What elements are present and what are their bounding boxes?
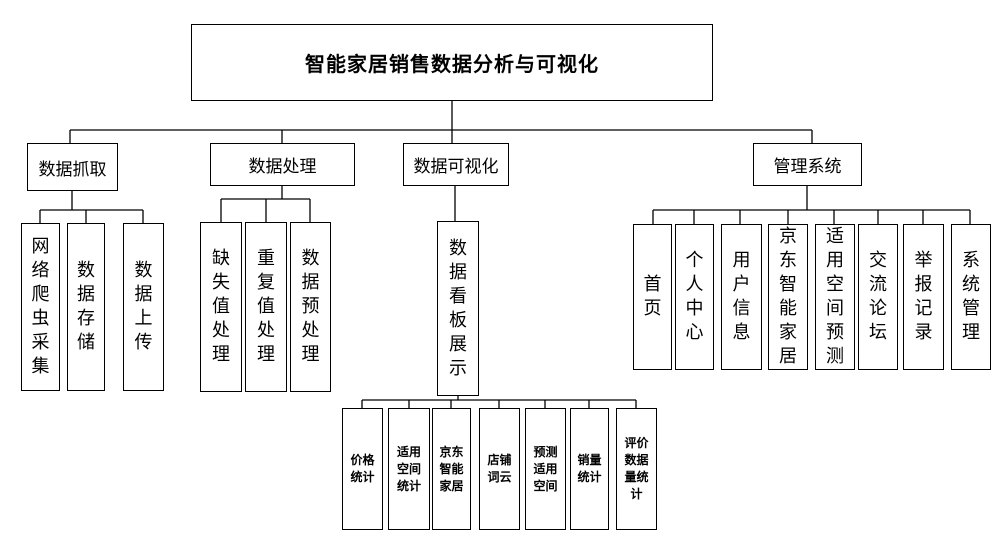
node-shop-wordcloud: 店铺 词云 bbox=[479, 408, 520, 530]
node-dashboard: 数 据 看 板 展 示 bbox=[437, 221, 479, 396]
node-jd-smart-home-mgmt: 京 东 智 能 家 居 bbox=[768, 224, 808, 370]
node-web-crawler: 网 络 爬 虫 采 集 bbox=[21, 223, 60, 391]
node-management-system: 管理系统 bbox=[753, 143, 862, 186]
node-jd-smart-home: 京东 智能 家居 bbox=[432, 408, 471, 530]
node-review-stats: 评价 数据 量统 计 bbox=[616, 408, 657, 530]
node-home: 首 页 bbox=[633, 224, 672, 370]
node-preprocessing: 数 据 预 处 理 bbox=[290, 222, 331, 392]
node-space-prediction-mgmt: 适 用 空 间 预 测 bbox=[815, 224, 855, 370]
node-system-admin: 系 统 管 理 bbox=[951, 224, 991, 370]
node-data-crawl: 数据抓取 bbox=[27, 143, 118, 191]
node-duplicate-values: 重 复 值 处 理 bbox=[245, 222, 287, 392]
node-missing-values: 缺 失 值 处 理 bbox=[200, 222, 242, 392]
node-data-storage: 数 据 存 储 bbox=[67, 223, 105, 391]
node-forum: 交 流 论 坛 bbox=[858, 224, 898, 370]
node-space-prediction: 预测 适用 空间 bbox=[525, 408, 566, 530]
node-space-stats: 适用 空间 统计 bbox=[388, 408, 430, 530]
node-data-visualization: 数据可视化 bbox=[403, 143, 509, 186]
node-data-upload: 数 据 上 传 bbox=[123, 223, 164, 391]
node-price-stats: 价格 统计 bbox=[342, 408, 383, 530]
node-sales-stats: 销量 统计 bbox=[570, 408, 609, 530]
node-data-processing: 数据处理 bbox=[210, 143, 355, 186]
node-personal-center: 个 人 中 心 bbox=[675, 224, 714, 370]
node-user-info: 用 户 信 息 bbox=[721, 224, 762, 370]
node-report-records: 举 报 记 录 bbox=[903, 224, 944, 370]
root-node: 智能家居销售数据分析与可视化 bbox=[191, 24, 713, 101]
